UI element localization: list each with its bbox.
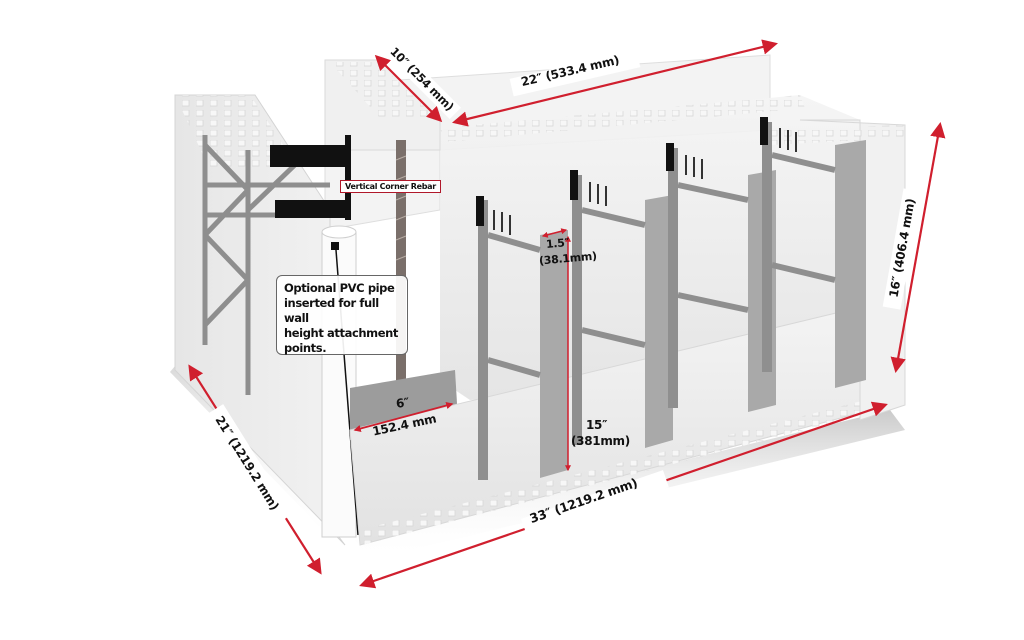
web-ties [476, 117, 866, 480]
arrow-cavity [353, 402, 454, 432]
label-web-width-in: 1.5″ [545, 236, 570, 251]
arrow-height [890, 121, 946, 374]
pvc-pipe-top [321, 225, 357, 239]
web-tie-4 [760, 117, 866, 388]
label-web-height-in: 15″ [586, 418, 608, 432]
side-label-gap [207, 404, 293, 524]
top-label-gap [509, 49, 641, 97]
label-cavity-in: 6″ [395, 395, 411, 411]
label-web-height-mm: (381mm) [571, 434, 630, 448]
rebar-callout: Vertical Corner Rebar [340, 180, 441, 193]
arrow-web-width [541, 228, 568, 238]
arrow-top-width [374, 54, 443, 123]
pvc-callout: Optional PVC pipe inserted for full wall… [276, 275, 408, 355]
left-top-connectors [270, 135, 351, 220]
arrow-top-length [452, 39, 778, 127]
height-label-gap [882, 188, 922, 310]
right-end-teeth [770, 125, 905, 145]
width-label-gap [378, 36, 462, 120]
front-label-gap [521, 470, 669, 536]
web-tie-2 [570, 170, 673, 448]
pvc-marker [331, 242, 339, 250]
